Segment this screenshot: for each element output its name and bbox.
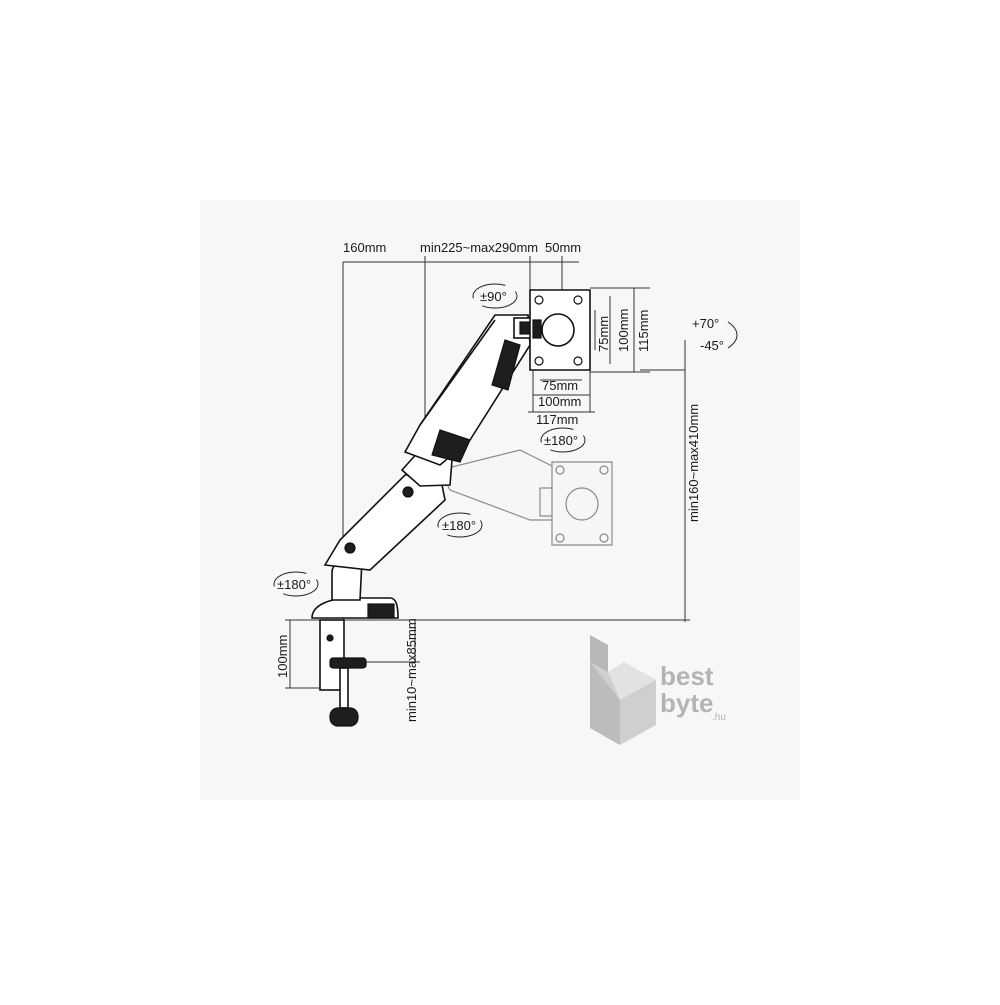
dim-plate-offset: 50mm xyxy=(545,240,581,255)
rotation-base-pan: ±180° xyxy=(273,571,319,597)
dim-desk-thickness: min10~max85mm xyxy=(404,618,419,722)
desk-clamp xyxy=(319,619,367,727)
dim-clamp-height: 100mm xyxy=(275,635,290,678)
rotation-label: ±180° xyxy=(277,577,311,592)
bestbyte-logo: best byte .hu xyxy=(590,635,726,745)
rotation-arrow-icon xyxy=(727,321,738,349)
dim-height-range: min160~max410mm xyxy=(686,404,701,522)
dim-plate-height: 115mm xyxy=(636,310,651,352)
arm-lowered-position xyxy=(439,449,613,546)
logo-line1: best xyxy=(660,661,714,691)
dim-vesa-vertical-100: 100mm xyxy=(616,309,631,352)
dim-arm-extension: min225~max290mm xyxy=(420,240,538,255)
vesa-plate xyxy=(529,289,591,371)
logo-line2: byte xyxy=(660,688,713,718)
rotation-label: ±180° xyxy=(544,433,578,448)
rotation-mid-joint: ±180° xyxy=(437,512,483,538)
rotation-plate-swivel: ±90° xyxy=(472,283,518,309)
tilt-up-label: +70° xyxy=(692,316,719,331)
dim-vesa-horizontal-75: 75mm xyxy=(542,378,578,393)
dim-vesa-vertical-75: 75mm xyxy=(596,316,611,352)
rotation-head-pan: ±180° xyxy=(540,427,586,453)
dim-vesa-horizontal-100: 100mm xyxy=(538,394,581,409)
dim-plate-width: 117mm xyxy=(536,412,578,427)
rotation-label: ±90° xyxy=(480,289,507,304)
gas-spring-arm xyxy=(311,314,535,619)
tilt-down-label: -45° xyxy=(700,338,724,353)
dimension-lines xyxy=(285,256,690,689)
rotation-label: ±180° xyxy=(442,518,476,533)
rotation-tilt: +70° -45° xyxy=(692,316,738,353)
logo-suffix: .hu xyxy=(712,712,726,723)
dim-arm-base-offset: 160mm xyxy=(343,240,386,255)
